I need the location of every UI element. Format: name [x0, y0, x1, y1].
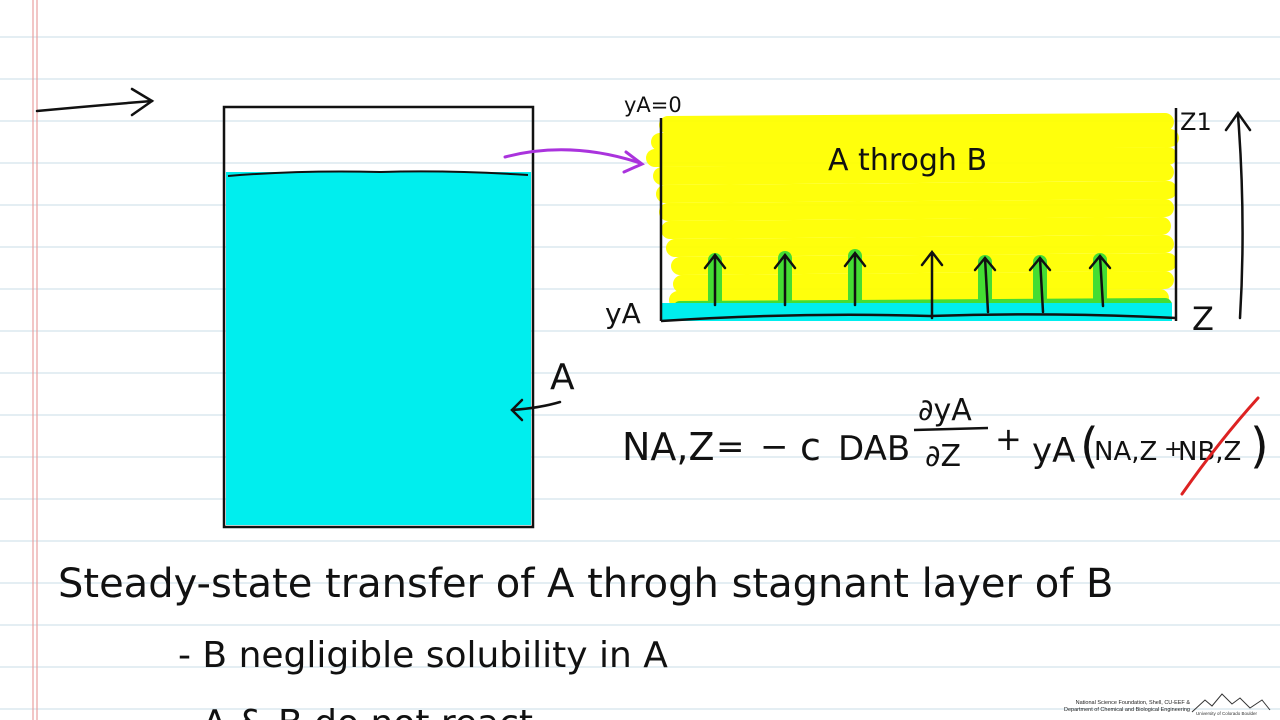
film-diagram: A throgh B yA=0 yA Z1 Z [605, 93, 1252, 338]
credit-line-1: National Science Foundation, Shell, CU-E… [1075, 700, 1190, 706]
yellow-highlight [646, 113, 1179, 309]
university-logo [1191, 693, 1271, 713]
eq-lhs: NA,Z [622, 425, 715, 469]
liquid-a [226, 172, 531, 525]
flux-arrow [1028, 256, 1052, 314]
z-axis-arrow [1224, 110, 1252, 320]
eq-minus: − [760, 427, 789, 467]
liquid-surface-band [660, 303, 1172, 321]
zoom-arrow [503, 148, 645, 174]
notes-bullet-1: - B negligible solubility in A [178, 635, 668, 676]
eq-fraction-bar [913, 426, 989, 432]
ya-label: yA [605, 297, 641, 330]
flux-arrows [703, 249, 1112, 320]
liquid-surface-line [227, 170, 529, 177]
credits-block: National Science Foundation, Shell, CU-E… [1030, 700, 1190, 714]
eq-nb: NB,Z [1178, 437, 1241, 467]
notes-bullet-2: - A & B do not react [178, 703, 533, 720]
component-a-label: A [550, 357, 575, 398]
eq-fraction-num: ∂yA [918, 393, 972, 428]
eq-equals: = [716, 427, 745, 467]
ya0-label: yA=0 [624, 93, 682, 117]
eq-paren-close: ) [1250, 418, 1269, 474]
eq-dab: DAB [838, 429, 910, 469]
eq-plus2: + [1164, 437, 1182, 462]
eq-c: c [800, 425, 821, 469]
university-logo-text: University of Colorado Boulder [1196, 711, 1258, 716]
flux-arrow [703, 252, 727, 307]
eq-paren-open: ( [1080, 418, 1099, 474]
margin-lines [32, 0, 38, 720]
flux-arrow [920, 249, 944, 320]
pointer-arrow [35, 87, 155, 117]
credit-line-2: Department of Chemical and Biological En… [1064, 707, 1190, 713]
container-outline [222, 105, 535, 529]
strike-through-line [1180, 396, 1260, 496]
z-label: Z [1192, 300, 1214, 338]
flux-arrow [1088, 254, 1112, 308]
flux-arrow [973, 256, 997, 314]
ruled-lines [0, 36, 1280, 710]
flux-arrow [843, 250, 867, 307]
z1-label: Z1 [1180, 108, 1212, 136]
film-text: A throgh B [828, 143, 987, 178]
film-bottom-line [660, 313, 1177, 323]
liquid-container [222, 105, 535, 529]
eq-plus: + [995, 420, 1022, 458]
component-a-arrow [510, 398, 562, 422]
notes-title: Steady-state transfer of A throgh stagna… [58, 561, 1113, 607]
flux-arrow [773, 252, 797, 307]
flux-equation: NA,Z = − c DAB ∂yA ∂Z + yA ( NA,Z + NB,Z… [622, 393, 1269, 496]
eq-ya: yA [1032, 431, 1075, 471]
eq-na: NA,Z [1094, 437, 1157, 467]
notes: Steady-state transfer of A throgh stagna… [58, 561, 1113, 720]
eq-fraction-den: ∂Z [925, 439, 961, 474]
